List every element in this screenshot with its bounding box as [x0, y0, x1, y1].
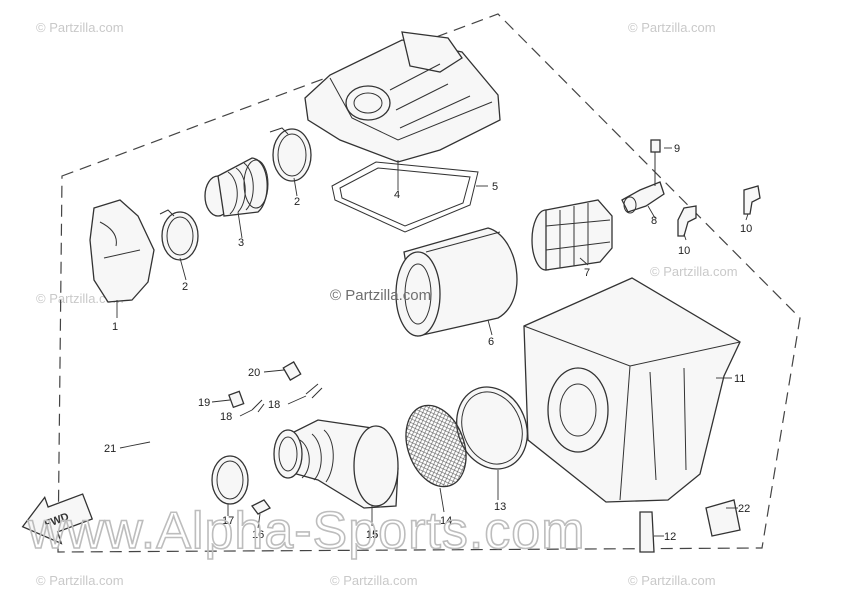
- part-intake-duct: [273, 419, 399, 509]
- forward-arrow: FWD: [21, 493, 94, 545]
- watermark-text: © Partzilla.com: [36, 20, 124, 35]
- watermark-text: © Partzilla.com: [628, 573, 716, 588]
- callout-number: 13: [494, 501, 506, 513]
- watermark-text: © Partzilla.com: [628, 20, 716, 35]
- callout-number: 1: [112, 321, 118, 333]
- part-filter-cage: [531, 199, 613, 271]
- callout-number: 15: [366, 529, 378, 541]
- callout-number: 16: [252, 529, 264, 541]
- part-snorkel: [89, 199, 155, 303]
- callout-number: 10: [678, 245, 690, 257]
- callout-number: 7: [584, 267, 590, 279]
- callout-number: 2: [182, 281, 188, 293]
- part-clip: [677, 205, 697, 237]
- callout-number: 12: [664, 531, 676, 543]
- part-filter-element: [395, 227, 518, 337]
- watermark-text: © Partzilla.com: [36, 291, 124, 306]
- callout-number: 4: [394, 189, 400, 201]
- part-clip: [743, 185, 761, 215]
- callout-number: 18: [220, 411, 232, 423]
- callout-number: 6: [488, 336, 494, 348]
- callout-number: 20: [248, 367, 260, 379]
- callout-number: 5: [492, 181, 498, 193]
- callout-number: 2: [294, 196, 300, 208]
- part-mesh-screen: [405, 404, 467, 488]
- part-clamp: [159, 209, 199, 261]
- part-bellows-hose: [204, 157, 269, 217]
- callout-number: 17: [222, 515, 234, 527]
- part-gasket: [331, 161, 479, 233]
- part-airbox-case: [523, 277, 741, 503]
- callout-number: 18: [268, 399, 280, 411]
- part-drain-plug: [639, 511, 655, 553]
- part-screw: [251, 499, 271, 515]
- watermark-text: © Partzilla.com: [330, 573, 418, 588]
- leader-lines: [116, 147, 749, 537]
- part-seal-ring: [456, 386, 528, 470]
- callout-number: 14: [440, 515, 452, 527]
- callout-number: 15: [366, 529, 378, 541]
- watermark-text: © Partzilla.com: [36, 573, 124, 588]
- part-clamp: [211, 455, 249, 505]
- callout-number: 11: [734, 373, 745, 385]
- callout-number: 22: [738, 503, 750, 515]
- part-airbox-cover: [304, 31, 501, 163]
- callout-number: 8: [651, 215, 657, 227]
- site-watermark: www.Alpha-Sports.com: [27, 502, 586, 560]
- part-label-sticker: [705, 499, 741, 537]
- callout-number: 3: [238, 237, 244, 249]
- part-small-hardware: [228, 361, 323, 413]
- part-bolt: [621, 139, 665, 214]
- callout-number: 19: [198, 397, 210, 409]
- watermark-group: © Partzilla.com © Partzilla.com © Partzi…: [36, 20, 738, 588]
- callout-group: 1223456789101011121314151516171818192021…: [104, 143, 752, 543]
- callout-number: 21: [104, 443, 116, 455]
- watermark-text: © Partzilla.com: [650, 264, 738, 279]
- center-watermark: © Partzilla.com: [330, 287, 431, 304]
- callout-number: 9: [674, 143, 680, 155]
- callout-number: 10: [740, 223, 752, 235]
- part-clamp: [269, 127, 312, 182]
